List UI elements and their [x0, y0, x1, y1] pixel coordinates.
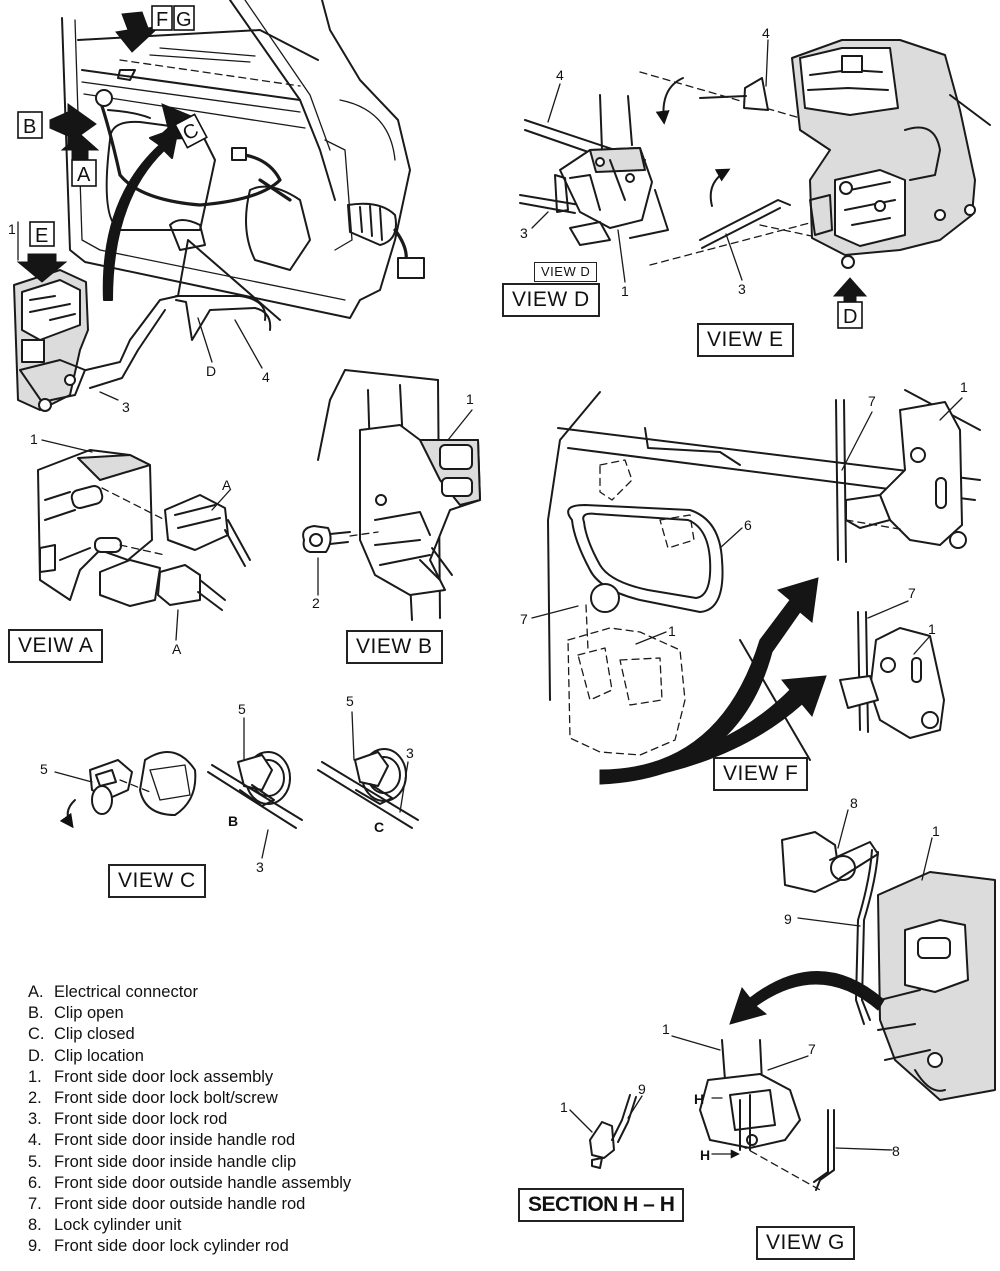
legend-item: B.Clip open: [28, 1004, 124, 1023]
view-b-illustration: [302, 369, 481, 621]
callout-vb-2: 2: [312, 595, 320, 611]
callout-vg-1-top: 1: [932, 823, 940, 839]
legend-item: D.Clip location: [28, 1046, 144, 1065]
callout-va-a-bottom: A: [172, 641, 182, 657]
callout-vf-7-bottom: 7: [908, 585, 916, 601]
callout-vd-3: 3: [520, 225, 528, 241]
callout-vc-3-right: 3: [406, 745, 414, 761]
legend-item: 6.Front side door outside handle assembl…: [28, 1173, 352, 1192]
arrow-label-a: A: [77, 164, 91, 186]
view-g-illustration: [699, 831, 996, 1191]
callout-vg-9: 9: [784, 911, 792, 927]
view-label-d-inset: VIEW D: [534, 262, 598, 282]
view-arrow-a: A: [60, 133, 100, 187]
view-label-c: VIEW C: [108, 864, 206, 898]
view-g-curved-arrow: [729, 971, 885, 1025]
lock-cylinder: [781, 831, 841, 893]
callout-vc-3-mid: 3: [256, 859, 264, 875]
view-arrow-b: B: [17, 103, 97, 145]
arrow-label-g: G: [176, 9, 192, 31]
callout-vf-7-left: 7: [520, 611, 528, 627]
callout-main-d: D: [206, 363, 216, 379]
legend-item: 1.Front side door lock assembly: [28, 1067, 274, 1086]
arrow-label-b: B: [23, 116, 36, 138]
arrow-label-e: E: [35, 225, 48, 247]
callout-vg-h-top: H: [694, 1091, 704, 1107]
main-lock-assembly: [13, 269, 89, 412]
callout-vf-1-top: 1: [960, 379, 968, 395]
legend-item: 3.Front side door lock rod: [28, 1110, 228, 1129]
callout-va-a-top: A: [222, 477, 232, 493]
view-label-section-hh: SECTION H – H: [518, 1188, 685, 1222]
legend-item: 8.Lock cylinder unit: [28, 1216, 182, 1235]
callout-ve-3: 3: [738, 281, 746, 297]
callout-vc-b: B: [228, 813, 238, 829]
view-label-f: VIEW F: [713, 757, 809, 791]
callout-vf-6: 6: [744, 517, 752, 533]
legend-item: 7.Front side door outside handle rod: [28, 1195, 306, 1214]
callout-vg-8-top: 8: [850, 795, 858, 811]
callout-vf-1-left: 1: [668, 623, 676, 639]
door-overview: [61, 0, 425, 319]
view-arrow-c: C: [153, 103, 208, 149]
parts-legend: A.Electrical connector B.Clip open C.Cli…: [28, 982, 351, 1258]
view-label-g: VIEW G: [756, 1226, 855, 1260]
legend-item: A.Electrical connector: [28, 983, 198, 1001]
view-e-illustration: [639, 39, 991, 269]
view-label-e: VIEW E: [697, 323, 794, 357]
view-d-illustration: [519, 94, 669, 246]
main-inside-handle-rod: [175, 299, 272, 341]
callout-ve-4: 4: [762, 25, 770, 41]
callout-sh-1: 1: [560, 1099, 568, 1115]
legend-item: 4.Front side door inside handle rod: [28, 1131, 296, 1150]
wiring-harness: [98, 98, 282, 207]
callout-vg-7: 7: [808, 1041, 816, 1057]
legend-item: C.Clip closed: [28, 1025, 135, 1044]
view-label-a: VEIW A: [8, 629, 104, 663]
lock-bolt: [302, 525, 332, 553]
callout-vc-5-left: 5: [40, 761, 48, 777]
arrow-label-d: D: [843, 306, 857, 328]
callout-vd-1: 1: [621, 283, 629, 299]
callout-vg-8-bottom: 8: [892, 1143, 900, 1159]
legend-item: 9.Front side door lock cylinder rod: [28, 1237, 289, 1256]
view-f-curved-arrow-lower: [599, 675, 827, 785]
callout-vb-1: 1: [466, 391, 474, 407]
door-frame: [61, 0, 411, 319]
view-f-illustration: [547, 389, 981, 785]
view-arrow-e: E: [16, 221, 68, 283]
callout-vf-7-top: 7: [868, 393, 876, 409]
view-arrow-fg: F G: [115, 5, 195, 53]
callout-va-1: 1: [30, 431, 38, 447]
callout-vf-1-bottom: 1: [928, 621, 936, 637]
legend-item: 2.Front side door lock bolt/screw: [28, 1089, 278, 1108]
view-label-d: VIEW D: [502, 283, 600, 317]
callout-vc-5-mid: 5: [238, 701, 246, 717]
section-hh-illustration: [589, 1094, 637, 1169]
callout-vd-4: 4: [556, 67, 564, 83]
view-arrow-d: D: [832, 277, 868, 329]
main-lock-rod: [85, 239, 281, 371]
view-a-illustration: [37, 449, 251, 611]
view-label-b: VIEW B: [346, 630, 443, 664]
callout-main-1: 1: [8, 221, 16, 237]
callout-vc-5-right: 5: [346, 693, 354, 709]
callout-main-3: 3: [122, 399, 130, 415]
callout-sh-9: 9: [638, 1081, 646, 1097]
callout-vc-c: C: [374, 819, 384, 835]
callout-vg-1-mid: 1: [662, 1021, 670, 1037]
legend-item: 5.Front side door inside handle clip: [28, 1152, 297, 1171]
callout-vg-h-bottom: H: [700, 1147, 710, 1163]
arrow-label-f: F: [156, 9, 168, 31]
door-harness-grommet: [347, 202, 397, 246]
callout-main-4: 4: [262, 369, 270, 385]
view-c-illustration: [59, 748, 419, 829]
